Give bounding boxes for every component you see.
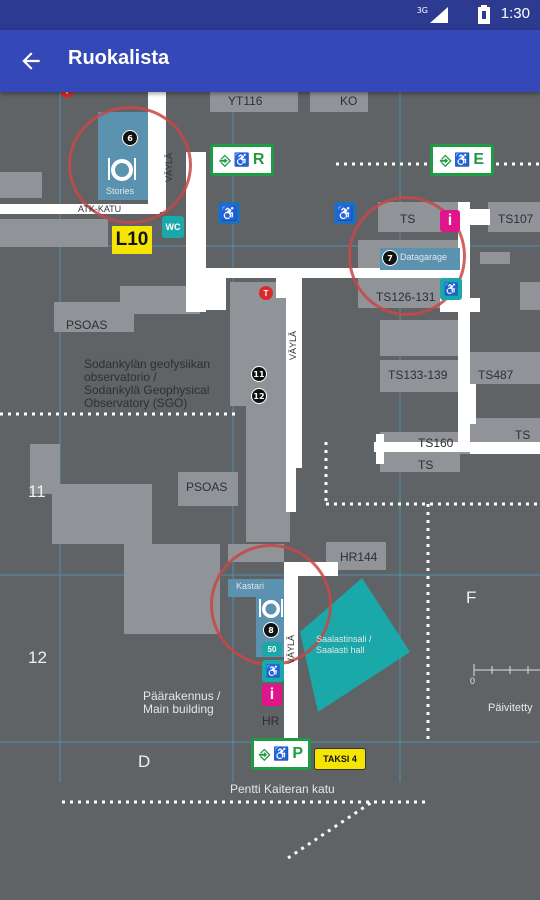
accessible-icon: ♿ xyxy=(454,152,471,167)
info-icon[interactable]: i xyxy=(262,684,282,706)
restaurant-icon[interactable] xyxy=(106,156,138,184)
entrance-letter: R xyxy=(252,151,265,168)
accessible-icon: ♿ xyxy=(273,746,290,761)
restaurant-highlight-datagarage xyxy=(348,196,466,316)
street-label: VÄYLÄ xyxy=(288,330,298,360)
arrow-back-icon[interactable] xyxy=(18,48,44,74)
restaurant-name[interactable]: Datagarage xyxy=(400,252,448,262)
wc-label: WC xyxy=(165,222,181,232)
street-label: VÄYLÄ xyxy=(286,634,296,664)
updated-label: Päivitetty xyxy=(488,702,533,714)
building-code-badge: L10 xyxy=(112,226,152,254)
status-time: 1:30 xyxy=(500,5,530,22)
grid-col-label: D xyxy=(138,752,151,771)
building-label: PSOAS xyxy=(186,480,228,494)
taxi-sign: TAKSI 4 xyxy=(314,748,366,770)
network-type: 3G xyxy=(416,6,428,15)
restaurant-name[interactable]: Kastari xyxy=(236,581,265,591)
t-marker-icon: T xyxy=(259,286,273,300)
info-icon[interactable]: i xyxy=(440,210,460,232)
exit-icon: ⎆ xyxy=(258,745,271,762)
entrance-sign-r[interactable]: ⎆ ♿ R xyxy=(210,144,274,176)
building-label: HR xyxy=(262,714,280,728)
accessible-wc-icon: WC xyxy=(162,216,184,238)
building-label: TS133-139 xyxy=(388,368,448,382)
street-label: ATK-KATU xyxy=(78,204,122,214)
building-label: KO xyxy=(340,94,358,108)
location-number: 12 xyxy=(251,388,267,404)
entrance-letter: P xyxy=(292,745,304,762)
building-label: TS126-131 xyxy=(376,290,436,304)
building-label: TS xyxy=(400,212,416,226)
page-title: Ruokalista xyxy=(68,47,170,69)
restaurant-number[interactable]: 7 xyxy=(382,250,398,266)
entrance-sign-e[interactable]: ⎆ ♿ E xyxy=(430,144,494,176)
building-label: YT116 xyxy=(228,94,263,108)
exit-icon: ⎆ xyxy=(219,151,231,168)
building-label: TS xyxy=(418,458,434,472)
accessible-icon: ♿ xyxy=(334,202,356,224)
accessible-wc-icon: ♿ xyxy=(440,278,462,300)
restaurant-icon[interactable] xyxy=(257,597,285,621)
restaurant-number[interactable]: 8 xyxy=(263,622,279,638)
entrance-sign-p[interactable]: ⎆ ♿ P xyxy=(251,738,311,770)
building-label: TS487 xyxy=(478,368,514,382)
scale-zero: 0 xyxy=(470,676,476,686)
building-label: HR144 xyxy=(340,550,378,564)
grid-row-label: 12 xyxy=(28,648,47,667)
building-label: Päärakennus / Main building xyxy=(143,689,221,716)
building-label: Sodankylän geofysiikan observatorio / So… xyxy=(84,357,211,410)
exit-icon: ⎆ xyxy=(439,151,452,168)
street-label: Pentti Kaiteran katu xyxy=(230,782,335,796)
accessible-icon: ♿ xyxy=(218,202,240,224)
fifty-badge: 50 xyxy=(262,642,282,656)
building-label: TS160 xyxy=(418,436,454,450)
signal-icon xyxy=(430,7,448,23)
grid-col-label: F xyxy=(466,588,477,607)
restaurant-number[interactable]: 6 xyxy=(122,130,138,146)
building-label: Saalastinsali / Saalasti hall xyxy=(316,634,372,655)
entrance-letter: E xyxy=(473,151,485,168)
status-bar: 3G 1:30 xyxy=(0,0,540,30)
building-label: PSOAS xyxy=(66,318,108,332)
campus-map[interactable]: 6 Stories 7 Datagarage Kastari 8 11 12 Y… xyxy=(0,92,540,900)
app-bar: Ruokalista xyxy=(0,30,540,92)
accessible-icon: ♿ xyxy=(233,152,250,167)
accessible-wc-icon: ♿ xyxy=(262,660,284,682)
t-marker-icon: T xyxy=(60,92,74,98)
battery-icon xyxy=(478,5,490,24)
grid-row-label: 11 xyxy=(28,482,46,501)
restaurant-highlight-stories xyxy=(68,106,192,224)
building-label: TS107 xyxy=(498,212,534,226)
street-label: VÄYLÄ xyxy=(164,152,174,182)
restaurant-name[interactable]: Stories xyxy=(106,186,135,196)
location-number: 11 xyxy=(251,366,267,382)
building-label: TS xyxy=(515,428,531,442)
